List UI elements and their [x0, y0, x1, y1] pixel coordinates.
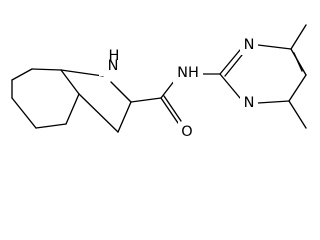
bond [257, 100, 290, 104]
pyrimidine-n-top-label: N [244, 37, 255, 53]
ring-h-label: H [109, 48, 120, 64]
bond [11, 97, 37, 129]
bond [130, 97, 162, 103]
bond [290, 24, 307, 50]
pyrimidine-n-bottom-label: N [244, 95, 255, 111]
bond [35, 123, 67, 129]
mask [178, 122, 196, 142]
bond [163, 95, 182, 122]
bond [224, 54, 243, 77]
cyclohexane-ring [11, 68, 80, 129]
mask [99, 56, 117, 76]
bond [60, 69, 80, 95]
methyl-groups [288, 24, 307, 129]
label-masks [99, 35, 258, 142]
mask [240, 35, 258, 55]
atom-labels: N H NH O N N [108, 37, 255, 140]
bond [288, 74, 307, 102]
bond [110, 81, 132, 103]
mask [173, 63, 203, 83]
oxygen-label: O [181, 124, 192, 140]
bond [293, 52, 303, 72]
bond [117, 101, 132, 133]
chemical-structure: N H NH O N N [11, 24, 307, 142]
mask [240, 93, 258, 113]
bond [78, 93, 119, 133]
pyrrolidine-ring [60, 69, 132, 133]
bond [31, 68, 62, 71]
bond [65, 93, 80, 125]
pyrimidine-ring [219, 44, 307, 104]
molecule-diagram: N H NH O N N [11, 24, 307, 142]
bond [257, 44, 292, 50]
bond [288, 100, 307, 129]
amide-nh-label: NH [177, 65, 199, 81]
ring-n-label: N [108, 58, 119, 74]
bond [160, 97, 179, 124]
bond [219, 49, 241, 75]
bond [60, 69, 104, 77]
bond [219, 73, 241, 99]
bond [11, 68, 33, 81]
